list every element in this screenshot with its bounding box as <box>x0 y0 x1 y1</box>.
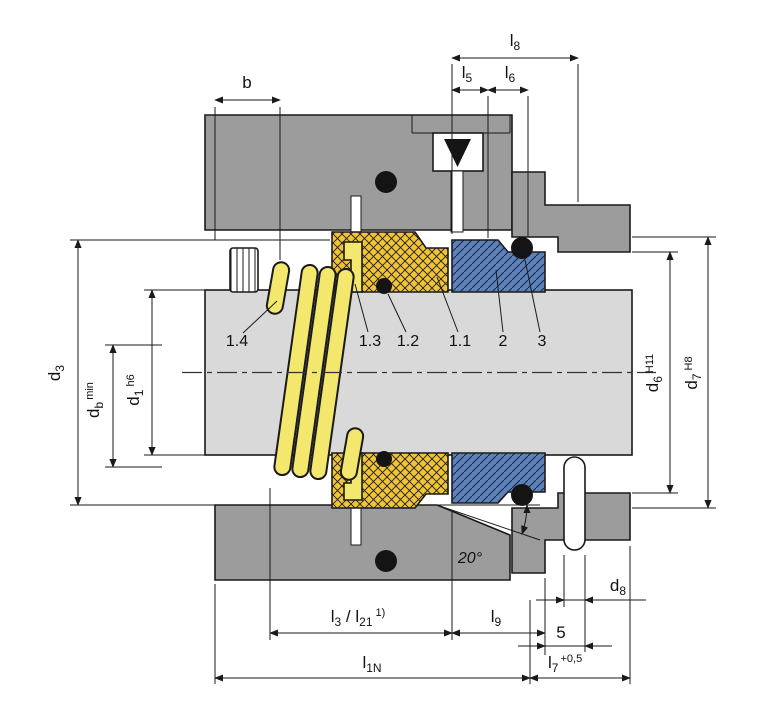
housing-slot-top <box>350 195 362 233</box>
callout-label: 3 <box>538 333 547 350</box>
dim-d1: d1h6 <box>124 289 206 456</box>
drive-pin <box>563 456 586 551</box>
dim-b-label: b <box>242 73 251 92</box>
o-ring <box>375 171 397 193</box>
callout-label: 1.3 <box>359 333 381 350</box>
spring-coil <box>265 261 291 315</box>
callout-2: 2 <box>495 269 508 350</box>
o-ring <box>376 278 392 294</box>
leader-line <box>242 300 278 334</box>
callout-1-2: 1.2 <box>387 293 419 350</box>
dim-db-min: dbmin <box>84 344 162 468</box>
dim-b: b <box>214 73 281 260</box>
dim-l7: l7+0,5 <box>529 546 631 684</box>
dim-d7-label: d7H8 <box>682 356 704 389</box>
callout-label: 1.4 <box>226 333 248 350</box>
spring-coil <box>273 263 319 477</box>
dim-l6-label: l6 <box>505 63 516 85</box>
dim-d7: d7H8 <box>632 236 716 509</box>
extension-line <box>214 584 531 684</box>
leader-line <box>495 269 504 333</box>
dim-l7-label: l7+0,5 <box>548 653 582 675</box>
callout-1-4: 1.4 <box>226 300 278 350</box>
housing-slot-bottom <box>350 504 362 546</box>
housing-top <box>204 114 513 233</box>
callout-3: 3 <box>524 259 547 350</box>
leader-line <box>354 283 369 333</box>
dim-angle-20: 20° <box>436 504 541 567</box>
housing-bottom <box>214 504 511 581</box>
dim-l1N: l1N <box>214 584 531 684</box>
dim-5-label: 5 <box>556 623 565 642</box>
housing-bottom-body <box>214 504 511 581</box>
dim-l9: l9 <box>451 578 546 655</box>
dim-d6-label: d6H11 <box>643 354 665 393</box>
leader-line <box>524 259 541 333</box>
dim-d3: d3 <box>45 239 330 506</box>
dim-l8-label: l8 <box>510 31 521 53</box>
callout-1-3: 1.3 <box>354 283 381 350</box>
dim-l1N-label: l1N <box>362 653 381 675</box>
dim-d8-label: d8 <box>610 576 626 598</box>
flush-port-triangle-icon <box>444 139 471 167</box>
extension-line <box>487 96 529 238</box>
dim-l5-label: l5 <box>462 63 473 85</box>
o-ring <box>511 237 533 259</box>
dim-d3-label: d3 <box>45 365 67 381</box>
o-ring <box>376 451 392 467</box>
dim-l9-label: l9 <box>491 607 502 629</box>
callout-label: 1.2 <box>397 333 419 350</box>
gland-top <box>511 171 631 253</box>
extension-line <box>563 555 586 652</box>
dim-d8: d8 <box>536 555 646 652</box>
callout-label: 2 <box>499 333 508 350</box>
dim-l3-l21-label: l3 / l211) <box>331 607 386 629</box>
angle-arc <box>521 504 531 535</box>
extension-line <box>632 236 716 509</box>
o-ring <box>511 484 533 506</box>
dim-db-label: dbmin <box>84 382 106 418</box>
extension-line <box>70 239 330 506</box>
flush-channel <box>450 170 464 233</box>
dim-l5-l6: l5 l6 <box>451 63 529 238</box>
o-ring <box>375 550 397 572</box>
port-block-lines <box>411 115 511 134</box>
extension-line <box>214 107 281 260</box>
callout-label: 1.1 <box>449 333 471 350</box>
callout-1-1: 1.1 <box>436 276 471 350</box>
dim-angle-label: 20° <box>457 550 483 567</box>
spring-coil <box>339 427 365 481</box>
drive-collar <box>229 247 259 293</box>
leader-line <box>436 276 459 333</box>
dim-l3-l21: l3 / l211) <box>269 488 453 640</box>
dim-5: 5 <box>518 623 612 650</box>
dim-d1-label: d1h6 <box>124 374 146 405</box>
leader-line <box>387 293 407 333</box>
extension-line <box>269 488 453 640</box>
dim-d6: d6H11 <box>632 251 678 494</box>
